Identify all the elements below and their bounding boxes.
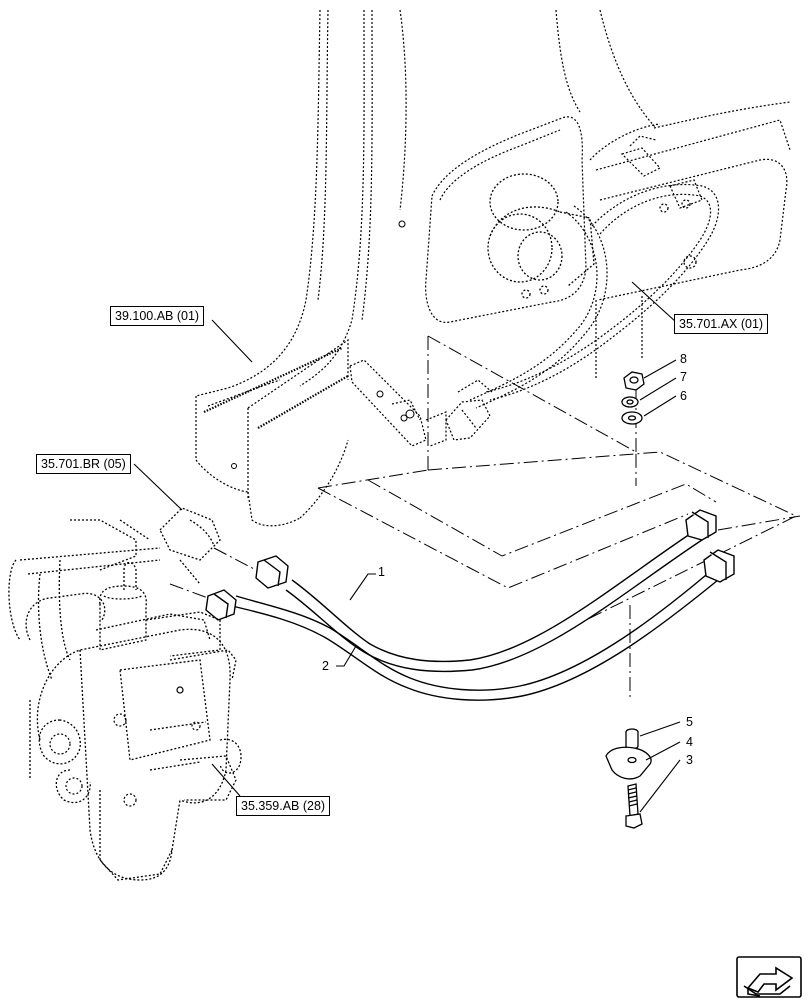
leader-lines (133, 281, 681, 813)
ref-label-cylinder-lines[interactable]: 35.701.AX (01) (674, 314, 769, 334)
line-fittings (205, 509, 735, 621)
loader-frame-phantom (195, 9, 657, 527)
ref-label-frame[interactable]: 39.100.AB (01) (110, 306, 205, 326)
ref-label-control-valve[interactable]: 35.359.AB (28) (236, 796, 331, 816)
frame-edge-hatch (203, 347, 343, 413)
frame-hole (231, 463, 237, 469)
part-number-2: 2 (322, 659, 329, 673)
bolt-part-3 (625, 783, 643, 829)
lock-washer-part-7 (621, 396, 639, 408)
assembly-centerlines (169, 335, 801, 698)
control-valve-phantom (8, 507, 242, 881)
next-page-arrow-icon[interactable] (736, 956, 802, 998)
frame-edge-hatch-2 (257, 375, 349, 429)
control-valve-ports (49, 686, 201, 807)
spacer-part-5 (625, 728, 639, 750)
ref-label-coupler[interactable]: 35.701.BR (05) (36, 454, 131, 474)
part-number-8: 8 (680, 352, 687, 366)
part-number-4: 4 (686, 735, 693, 749)
cylinder-pin-phantom (487, 173, 697, 299)
part-number-1: 1 (378, 565, 385, 579)
hydraulic-line-1 (285, 529, 703, 673)
part-number-6: 6 (680, 389, 687, 403)
coupler-bracket-holes (376, 220, 415, 422)
cylinder-clamp-phantom (620, 135, 703, 209)
hydraulic-line-2 (231, 569, 719, 701)
part-number-3: 3 (686, 753, 693, 767)
cylinder-bracket-phantom (425, 101, 791, 380)
cylinder-lines-phantom (469, 183, 720, 409)
coupler-bracket-phantom (349, 359, 493, 447)
part-number-7: 7 (680, 370, 687, 384)
nut-part-8 (623, 371, 645, 391)
clamp-part-4 (605, 746, 652, 780)
part-number-5: 5 (686, 715, 693, 729)
flat-washer-part-6 (621, 411, 643, 425)
